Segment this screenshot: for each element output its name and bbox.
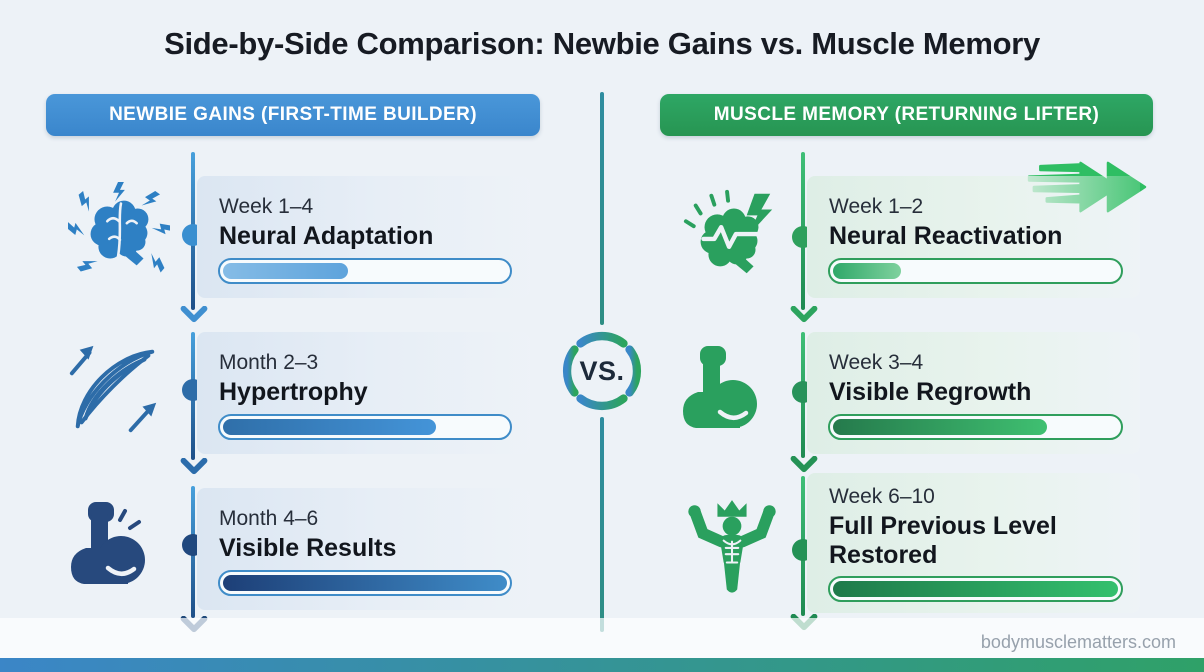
flexed-bicep-icon (71, 502, 145, 584)
left-timeline-arrow-2 (180, 458, 208, 475)
left-item-2-progress-fill (223, 419, 436, 435)
left-item-2-title: Hypertrophy (219, 378, 368, 406)
left-item-2-period: Month 2–3 (219, 351, 319, 374)
left-item-3-progress-bar (218, 570, 512, 596)
left-item-1-title: Neural Adaptation (219, 222, 434, 250)
brain-bolt-icon (683, 189, 773, 274)
right-item-3-progress-fill (833, 581, 1118, 597)
left-item-2-progress-bar (218, 414, 512, 440)
right-item-1-title: Neural Reactivation (829, 222, 1063, 250)
vs-label: VS. (579, 355, 625, 386)
right-item-1-period: Week 1–2 (829, 195, 924, 218)
right-column-header: MUSCLE MEMORY (RETURNING LIFTER) (660, 94, 1153, 136)
center-divider-bottom (600, 417, 604, 632)
left-item-3-period: Month 4–6 (219, 507, 319, 530)
right-item-3-title: Full Previous Level Restored (829, 512, 1057, 569)
left-item-3-title: Visible Results (219, 534, 397, 562)
left-column-header: NEWBIE GAINS (FIRST-TIME BUILDER) (46, 94, 540, 136)
right-item-3-progress-bar (828, 576, 1123, 602)
left-item-3-progress-fill (223, 575, 507, 591)
right-item-3-period: Week 6–10 (829, 485, 935, 508)
flexed-bicep-icon (683, 346, 757, 428)
brain-sparks-icon (68, 182, 170, 276)
right-item-1-progress-fill (833, 263, 902, 279)
left-item-1-period: Week 1–4 (219, 195, 314, 218)
center-divider-top (600, 92, 604, 325)
vs-ring-icon (562, 331, 642, 411)
left-item-1-progress-fill (223, 263, 348, 279)
left-timeline-arrow-1 (180, 306, 208, 323)
page-title: Side-by-Side Comparison: Newbie Gains vs… (164, 26, 1040, 61)
right-item-2-progress-fill (833, 419, 1047, 435)
left-column-header-label: NEWBIE GAINS (FIRST-TIME BUILDER) (109, 104, 477, 125)
vs-badge: VS. (556, 325, 648, 417)
right-timeline-arrow-1 (790, 306, 818, 323)
right-column-header-label: MUSCLE MEMORY (RETURNING LIFTER) (713, 104, 1100, 125)
muscle-fiber-icon (69, 345, 157, 433)
watermark: bodymusclematters.com (980, 632, 1176, 652)
bottom-accent-bar (0, 658, 1204, 672)
right-item-2-progress-bar (828, 414, 1123, 440)
right-item-2-period: Week 3–4 (829, 351, 924, 374)
right-item-2-title: Visible Regrowth (829, 378, 1032, 406)
footer-strip (0, 618, 1204, 658)
bodybuilder-crown-icon (688, 500, 776, 593)
right-item-1-progress-bar (828, 258, 1123, 284)
left-item-1-progress-bar (218, 258, 512, 284)
right-timeline-arrow-2 (790, 456, 818, 473)
